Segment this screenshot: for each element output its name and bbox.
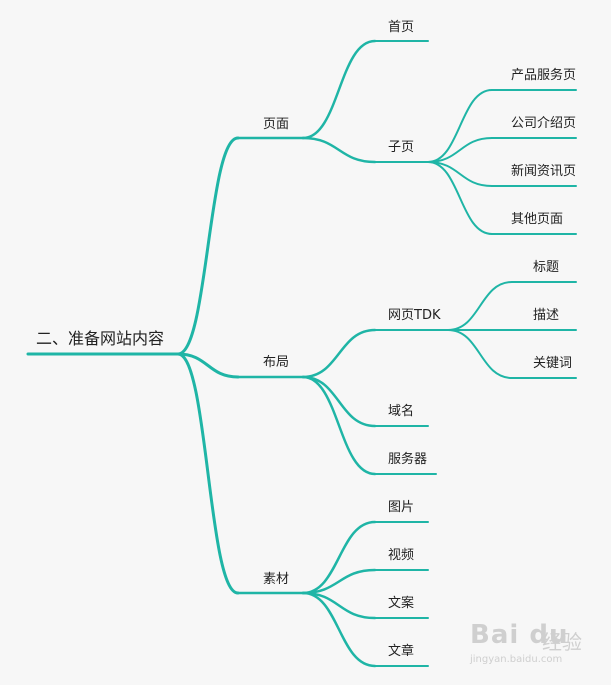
mindmap-root[interactable]: 二、准备网站内容 bbox=[36, 329, 165, 348]
node-sub-page[interactable]: 子页 bbox=[388, 140, 415, 155]
connector-sub-3 bbox=[427, 161, 493, 235]
connector-pages-sub bbox=[301, 136, 377, 164]
connector-sub-0 bbox=[427, 89, 493, 163]
node-articles[interactable]: 文章 bbox=[388, 644, 415, 659]
baidu-jingyan-watermark: Bai du 经验 jingyan.baidu.com bbox=[470, 620, 600, 680]
watermark-brand: Bai du bbox=[470, 620, 569, 650]
connector-layout-tdk bbox=[301, 328, 377, 379]
connector-materials-0 bbox=[301, 520, 377, 595]
node-domain[interactable]: 域名 bbox=[388, 404, 415, 419]
node-videos[interactable]: 视频 bbox=[388, 548, 415, 563]
node-copywriting[interactable]: 文案 bbox=[388, 596, 415, 611]
node-layout[interactable]: 布局 bbox=[263, 355, 290, 370]
connector-layout-server bbox=[301, 375, 377, 476]
node-pages[interactable]: 页面 bbox=[263, 117, 290, 132]
node-keywords[interactable]: 关键词 bbox=[533, 356, 573, 371]
connector-root-pages bbox=[176, 136, 240, 356]
node-server[interactable]: 服务器 bbox=[388, 452, 428, 467]
watermark-brand-cn: 经验 bbox=[542, 630, 582, 654]
connector-sub-2 bbox=[427, 161, 493, 187]
connector-pages-home bbox=[301, 39, 377, 140]
node-product-service-page[interactable]: 产品服务页 bbox=[511, 68, 577, 83]
node-other-pages[interactable]: 其他页面 bbox=[511, 212, 564, 227]
connector-sub-1 bbox=[427, 137, 493, 163]
node-title[interactable]: 标题 bbox=[533, 260, 560, 275]
connector-layout-domain bbox=[301, 375, 377, 428]
node-description[interactable]: 描述 bbox=[533, 308, 560, 323]
node-news-page[interactable]: 新闻资讯页 bbox=[511, 164, 577, 179]
connector-root-layout bbox=[176, 352, 240, 379]
node-home-page[interactable]: 首页 bbox=[388, 20, 415, 35]
watermark-url: jingyan.baidu.com bbox=[470, 654, 563, 665]
node-company-intro-page[interactable]: 公司介绍页 bbox=[511, 116, 577, 131]
node-images[interactable]: 图片 bbox=[388, 500, 415, 515]
connector-root-materials bbox=[176, 352, 240, 595]
connector-materials-2 bbox=[301, 591, 377, 620]
connector-tdk-0 bbox=[447, 281, 513, 331]
connector-tdk-2 bbox=[447, 329, 513, 379]
connector-materials-1 bbox=[301, 568, 377, 595]
node-materials[interactable]: 素材 bbox=[263, 572, 290, 587]
node-web-tdk[interactable]: 网页TDK bbox=[388, 308, 441, 323]
connector-materials-3 bbox=[301, 591, 377, 668]
